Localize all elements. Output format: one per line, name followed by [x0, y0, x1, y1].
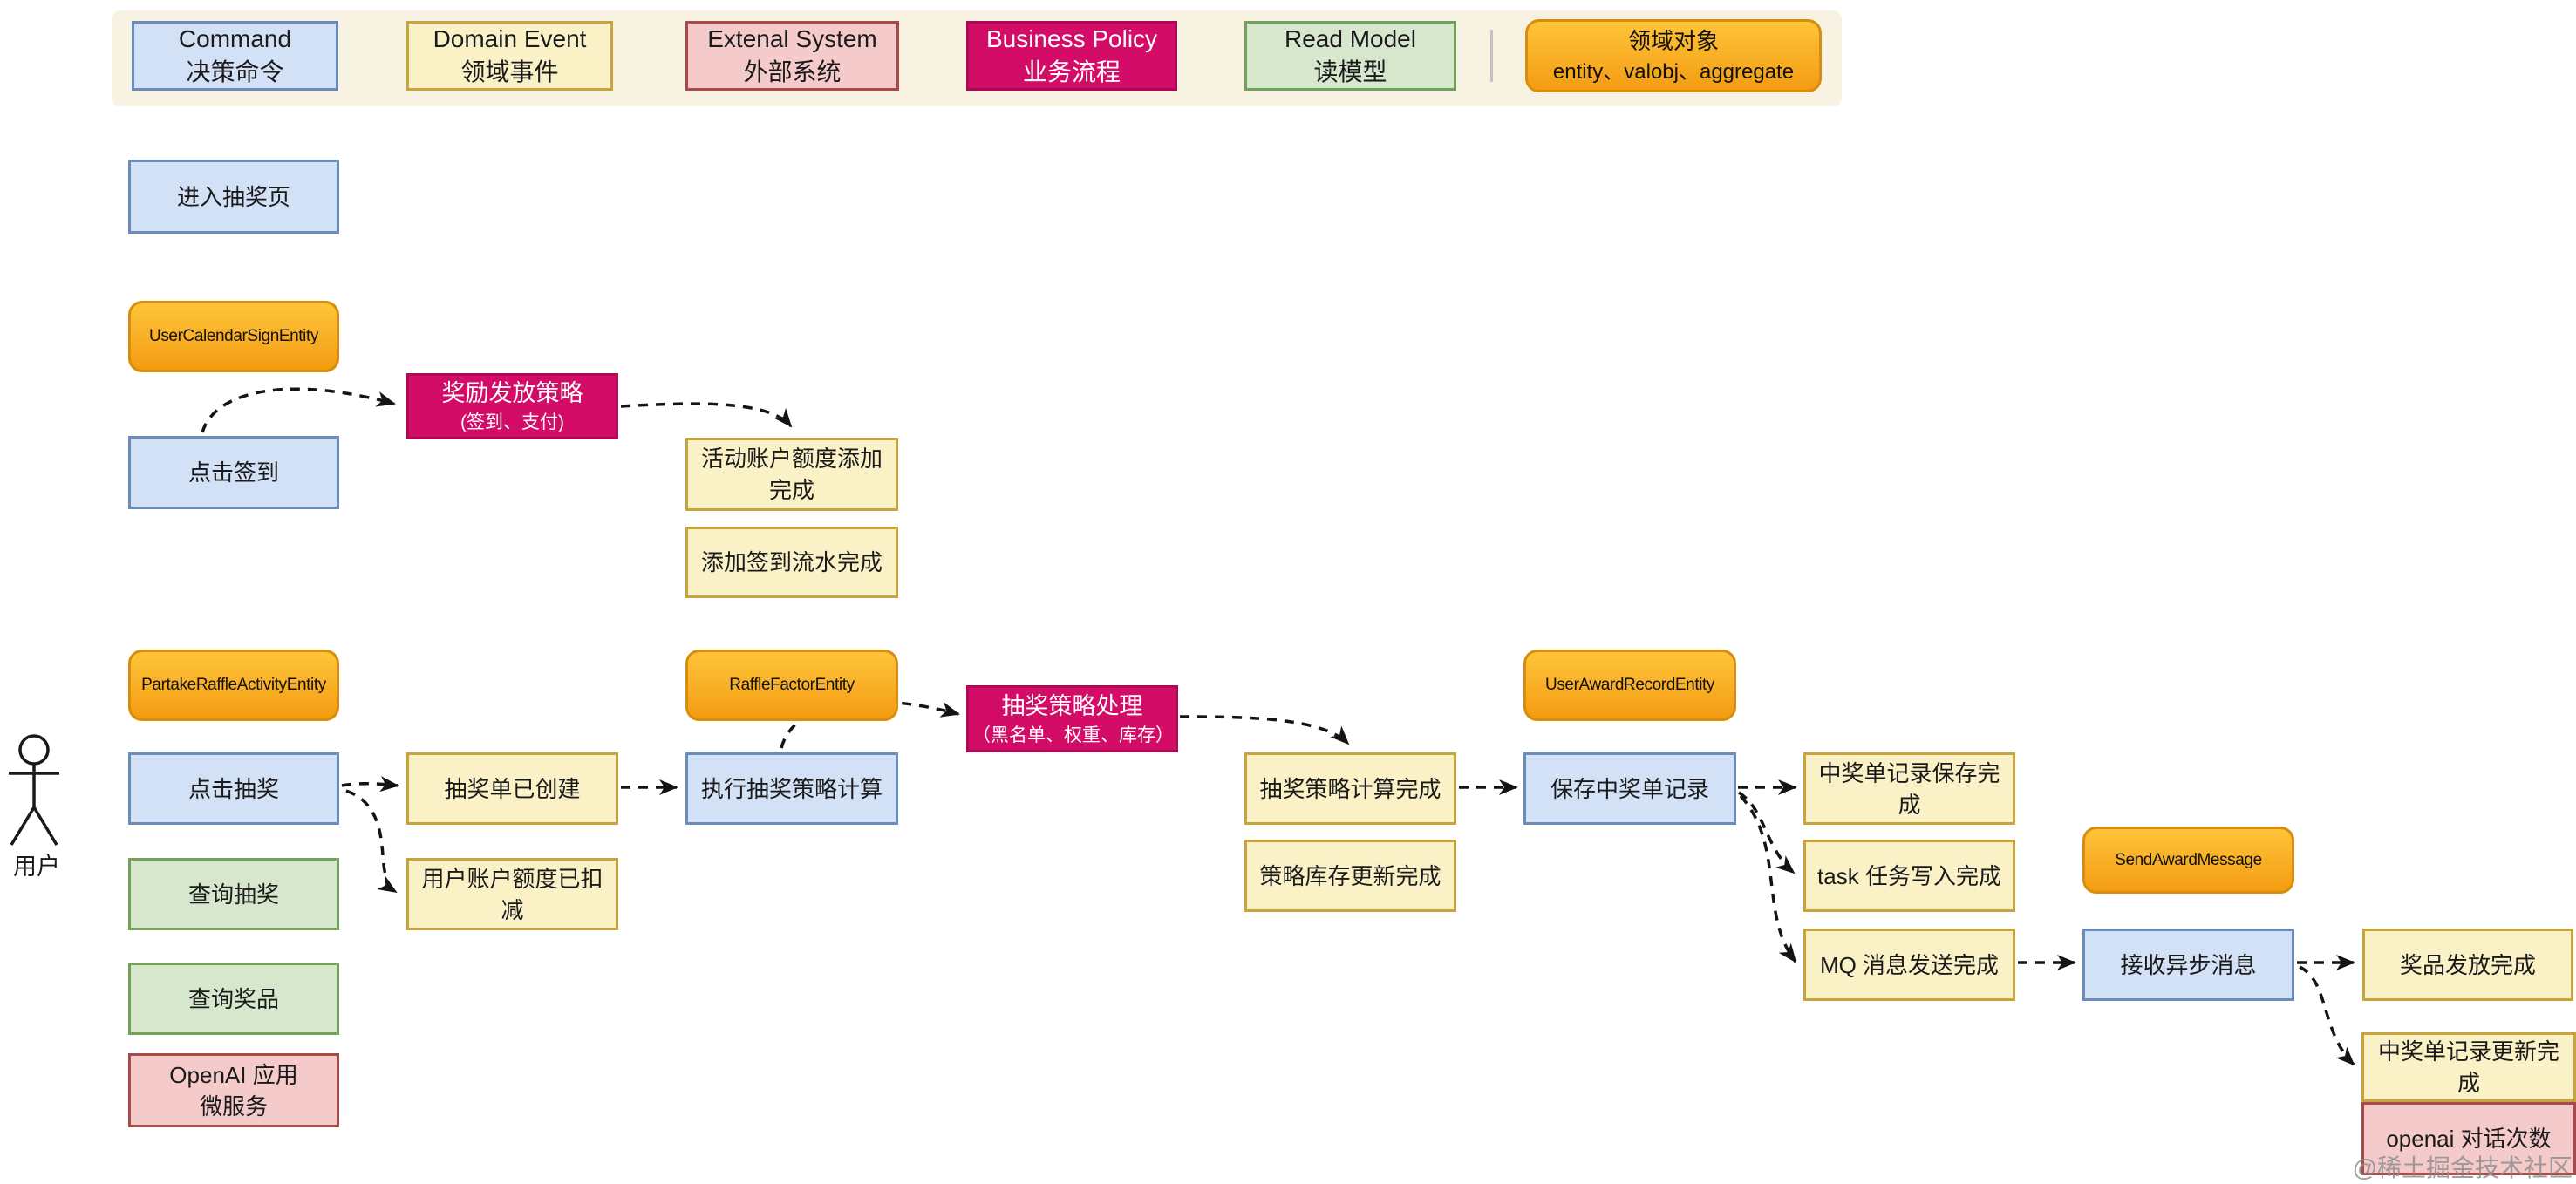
- edge-click-sign-to-award-policy: [201, 387, 396, 433]
- raffle-factor-entity: RaffleFactorEntity: [685, 650, 898, 721]
- raffle-strategy-policy: 抽奖策略处理 （黑名单、权重、库存）: [966, 685, 1178, 752]
- legend-external-system: Extenal System 外部系统: [685, 21, 899, 91]
- mq-message-sent-label: MQ 消息发送完成: [1819, 951, 2000, 978]
- user-calendar-sign-entity: UserCalendarSignEntity: [128, 301, 339, 372]
- enter-raffle-page-label: 进入抽奖页: [176, 183, 290, 210]
- legend-command: Command 决策命令: [132, 21, 338, 91]
- strategy-stock-updated: 策略库存更新完成: [1244, 840, 1456, 912]
- raffle-strategy-policy-sublabel: （黑名单、权重、库存）: [972, 725, 1174, 745]
- openai-app: OpenAI 应用微服务: [128, 1053, 339, 1127]
- legend-domain-event: Domain Event 领域事件: [406, 21, 613, 91]
- award-issue-policy: 奖励发放策略 (签到、支付): [406, 373, 618, 439]
- award-record-saved: 中奖单记录保存完成: [1803, 752, 2015, 825]
- sign-flow-added-label: 添加签到流水完成: [700, 549, 883, 575]
- legend-business-policy-sublabel: 业务流程: [1022, 58, 1121, 85]
- raffle-order-created-label: 抽奖单已创建: [444, 775, 581, 802]
- legend-domain-event-sublabel: 领域事件: [460, 58, 559, 85]
- enter-raffle-page: 进入抽奖页: [128, 160, 339, 234]
- strategy-stock-updated-label: 策略库存更新完成: [1259, 862, 1441, 889]
- user-award-record-entity: UserAwardRecordEntity: [1523, 650, 1736, 721]
- partake-raffle-entity-label: PartakeRaffleActivityEntity: [141, 676, 326, 694]
- click-raffle: 点击抽奖: [128, 752, 339, 825]
- award-issued-done-label: 奖品发放完成: [2399, 951, 2536, 978]
- strategy-calc-done-label: 抽奖策略计算完成: [1259, 775, 1441, 802]
- award-record-updated-label: 中奖单记录更新完成: [2377, 1038, 2559, 1096]
- task-written: task 任务写入完成: [1803, 840, 2015, 912]
- edge-receive-async-to-record-updated: [2299, 965, 2355, 1066]
- sign-flow-added: 添加签到流水完成: [685, 527, 898, 598]
- save-award-record-label: 保存中奖单记录: [1550, 775, 1709, 802]
- receive-async-message-label: 接收异步消息: [2120, 951, 2257, 978]
- exec-raffle-calc-label: 执行抽奖策略计算: [700, 775, 883, 802]
- edge-click-raffle-to-quota-deducted: [345, 789, 398, 894]
- edge-raffle-policy-to-calc-done: [1179, 715, 1350, 745]
- legend-business-policy: Business Policy 业务流程: [966, 21, 1177, 91]
- legend-domain-object-sublabel: entity、valobj、aggregate: [1552, 60, 1795, 84]
- exec-raffle-calc: 执行抽奖策略计算: [685, 752, 898, 825]
- user-actor-label: 用户: [13, 854, 60, 880]
- award-issued-done: 奖品发放完成: [2362, 929, 2573, 1001]
- query-award: 查询奖品: [128, 963, 339, 1035]
- openai-app-sublabel: 微服务: [199, 1092, 268, 1119]
- raffle-strategy-policy-label: 抽奖策略处理: [1001, 692, 1143, 719]
- send-award-message: SendAwardMessage: [2082, 827, 2294, 894]
- legend-divider: [1490, 30, 1493, 82]
- openai-app-label: OpenAI 应用: [169, 1061, 298, 1088]
- legend-external-system-label: Extenal System: [707, 25, 877, 52]
- edge-award-policy-to-quota-added: [620, 402, 793, 428]
- watermark: @稀土掘金技术社区: [2352, 1154, 2573, 1181]
- send-award-message-label: SendAwardMessage: [2115, 850, 2262, 869]
- query-award-label: 查询奖品: [187, 985, 279, 1012]
- openai-chat-count-label: openai 对话次数: [2386, 1126, 2552, 1152]
- strategy-calc-done: 抽奖策略计算完成: [1244, 752, 1456, 825]
- user-calendar-sign-entity-label: UserCalendarSignEntity: [149, 327, 318, 345]
- legend-read-model: Read Model 读模型: [1244, 21, 1456, 91]
- legend-read-model-sublabel: 读模型: [1313, 58, 1387, 85]
- click-sign-label: 点击签到: [187, 459, 279, 486]
- receive-async-message: 接收异步消息: [2082, 929, 2294, 1001]
- raffle-factor-entity-label: RaffleFactorEntity: [729, 676, 855, 694]
- click-sign: 点击签到: [128, 436, 339, 509]
- legend-external-system-sublabel: 外部系统: [743, 58, 842, 85]
- legend-read-model-label: Read Model: [1285, 25, 1416, 52]
- award-issue-policy-label: 奖励发放策略: [441, 380, 583, 406]
- click-raffle-label: 点击抽奖: [187, 775, 279, 802]
- legend-domain-object: 领域对象 entity、valobj、aggregate: [1525, 19, 1822, 92]
- award-issue-policy-sublabel: (签到、支付): [460, 412, 564, 432]
- award-record-saved-label: 中奖单记录保存完成: [1818, 759, 2000, 818]
- raffle-order-created: 抽奖单已创建: [406, 752, 618, 825]
- edge-click-raffle-to-order-created: [341, 776, 399, 793]
- user-award-record-entity-label: UserAwardRecordEntity: [1545, 676, 1714, 694]
- account-quota-added: 活动账户额度添加完成: [685, 438, 898, 511]
- save-award-record: 保存中奖单记录: [1523, 752, 1736, 825]
- partake-raffle-entity: PartakeRaffleActivityEntity: [128, 650, 339, 721]
- legend-domain-event-label: Domain Event: [433, 25, 587, 52]
- legend-command-sublabel: 决策命令: [186, 58, 284, 85]
- account-quota-added-label: 活动账户额度添加完成: [700, 446, 883, 503]
- edge-save-record-to-mq-sent: [1739, 794, 1797, 963]
- mq-message-sent: MQ 消息发送完成: [1803, 929, 2015, 1001]
- query-raffle-label: 查询抽奖: [187, 881, 279, 908]
- award-record-updated: 中奖单记录更新完成: [2361, 1032, 2576, 1102]
- edge-save-record-to-task-written: [1738, 791, 1796, 874]
- openai-chat-count: openai 对话次数: [2361, 1102, 2576, 1175]
- account-quota-deducted-label: 用户账户额度已扣减: [421, 865, 603, 923]
- legend-command-label: Command: [178, 25, 292, 52]
- account-quota-deducted: 用户账户额度已扣减: [406, 858, 618, 930]
- query-raffle: 查询抽奖: [128, 858, 339, 930]
- user-actor-icon: [9, 734, 59, 846]
- task-written-label: task 任务写入完成: [1817, 862, 2001, 889]
- legend-business-policy-label: Business Policy: [985, 25, 1158, 52]
- legend-domain-object-label: 领域对象: [1627, 28, 1719, 54]
